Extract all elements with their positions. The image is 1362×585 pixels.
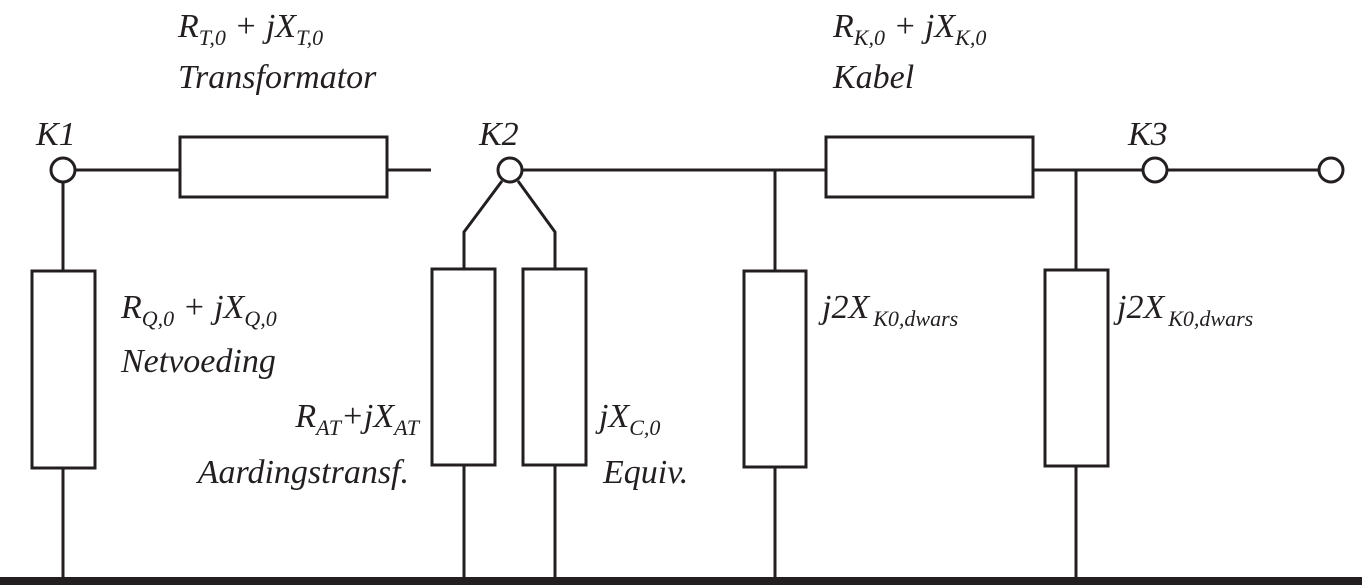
cable-formula: RK,0 + jXK,0: [832, 8, 986, 50]
earthing-transformer-name: Aardingstransf.: [196, 454, 409, 491]
cable-name: Kabel: [832, 59, 914, 96]
cable-shunt-right-impedance: [1043, 268, 1110, 468]
capacitance-name: Equiv.: [602, 454, 688, 491]
wire-k2-to-capacitance: [516, 180, 557, 269]
source-name: Netvoeding: [120, 343, 276, 380]
label-k2: K2: [478, 116, 519, 153]
node-k1: [49, 156, 77, 184]
node-k3: [1141, 156, 1169, 184]
source-impedance: [30, 269, 97, 470]
earthing-transformer-impedance: [430, 267, 497, 467]
transformer-impedance: [178, 135, 389, 199]
transformer-formula: RT,0 + jXT,0: [177, 8, 323, 50]
output-terminal: [1317, 156, 1345, 184]
label-k1: K1: [35, 116, 76, 153]
cable-shunt-left-impedance: [742, 269, 808, 469]
source-formula: RQ,0 + jXQ,0: [120, 289, 277, 331]
transformer-name: Transformator: [178, 59, 377, 96]
wire-k2-to-earthing: [462, 180, 504, 269]
capacitance-impedance: [521, 267, 588, 467]
node-k2: [496, 156, 524, 184]
cable-impedance: [824, 135, 1035, 199]
earthing-transformer-formula: RAT+jXAT: [294, 398, 420, 440]
capacitance-formula: jXC,0: [595, 398, 660, 440]
label-k3: K3: [1127, 116, 1168, 153]
